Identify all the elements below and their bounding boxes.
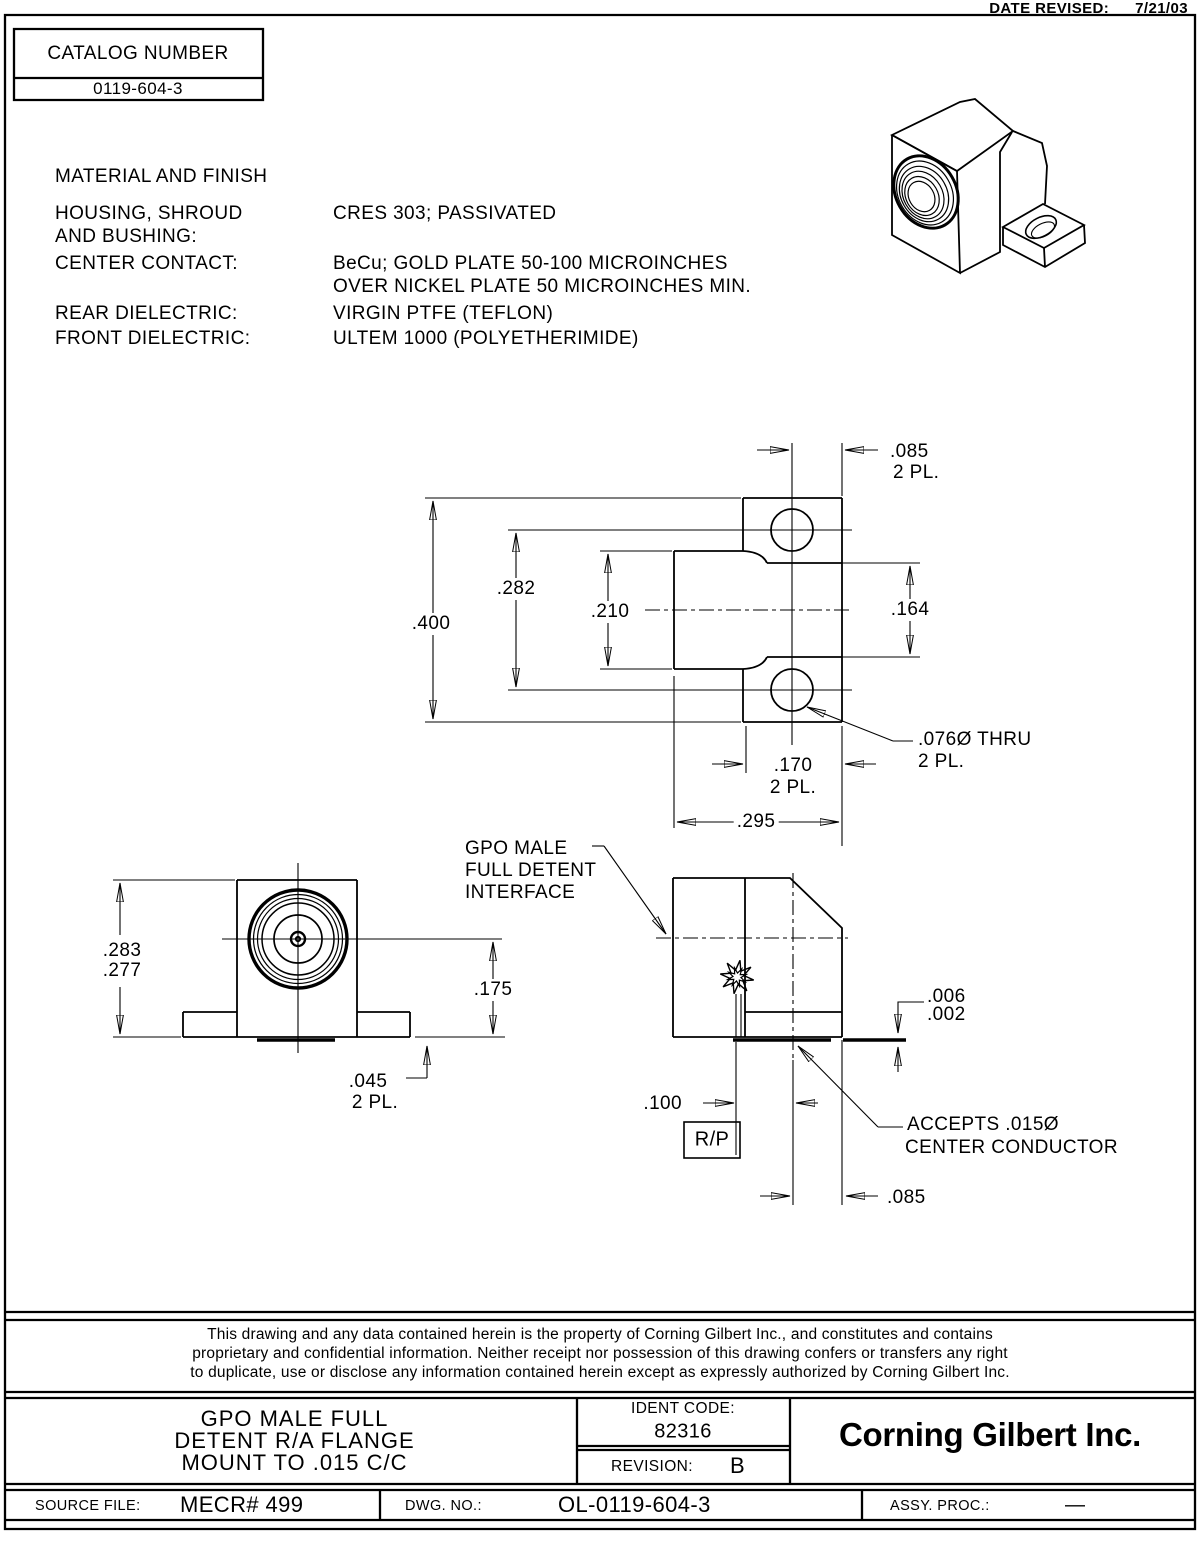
assy-proc-label: ASSY. PROC.: xyxy=(890,1498,990,1514)
ident-code-label: IDENT CODE: xyxy=(630,1400,736,1417)
revision-value: B xyxy=(730,1453,746,1478)
isometric-view xyxy=(890,98,1086,275)
rp-flag-box xyxy=(683,1121,741,1159)
materials-title: MATERIAL AND FINISH xyxy=(55,166,268,187)
dim-label: 2 PL. xyxy=(351,1092,399,1113)
detent-star-icon xyxy=(720,960,754,994)
dwg-no-value: OL-0119-604-3 xyxy=(558,1492,711,1517)
drawing-title: DETENT R/A FLANGE xyxy=(174,1428,415,1453)
material-row-value: OVER NICKEL PLATE 50 MICROINCHES MIN. xyxy=(333,276,752,297)
dim-label: .210 xyxy=(587,601,633,623)
disclaimer-line: This drawing and any data contained here… xyxy=(207,1326,993,1343)
dim-label: .085 xyxy=(887,1187,926,1208)
material-row-label: AND BUSHING: xyxy=(55,226,198,247)
drawing-title: GPO MALE FULL xyxy=(200,1406,389,1431)
dim-label: 2 PL. xyxy=(769,777,817,798)
date-revised-value: 7/21/03 xyxy=(1135,0,1188,17)
disclaimer-line: to duplicate, use or disclose any inform… xyxy=(190,1364,1010,1381)
callout-label: CENTER CONDUCTOR xyxy=(905,1137,1118,1158)
ident-code-value: 82316 xyxy=(654,1420,712,1443)
dim-label: .400 xyxy=(408,613,454,635)
sheet-borders xyxy=(3,13,1197,1531)
material-row-label: FRONT DIELECTRIC: xyxy=(55,328,251,349)
source-file-value: MECR# 499 xyxy=(180,1492,304,1517)
dim-label: .175 xyxy=(470,979,516,1001)
material-row-value: CRES 303; PASSIVATED xyxy=(333,203,557,224)
dim-label: .045 xyxy=(348,1071,388,1092)
front-view xyxy=(182,879,411,1042)
dim-label: .282 xyxy=(493,578,539,600)
dim-label: .085 xyxy=(890,441,929,462)
dim-label: .076Ø THRU xyxy=(918,729,1032,750)
date-revised-label: DATE REVISED: xyxy=(989,0,1110,17)
material-row-label: HOUSING, SHROUD xyxy=(55,203,243,224)
dim-label: .100 xyxy=(643,1093,682,1114)
catalog-number-value: 0119-604-3 xyxy=(93,79,183,98)
assy-proc-value: — xyxy=(1065,1494,1086,1516)
company-name: Corning Gilbert Inc. xyxy=(838,1416,1141,1453)
date-revised: DATE REVISED: 7/21/03 xyxy=(989,0,1188,17)
callout-label: GPO MALE xyxy=(465,838,568,859)
catalog-number-label: CATALOG NUMBER xyxy=(47,43,229,64)
source-file-label: SOURCE FILE: xyxy=(35,1498,141,1514)
material-row-value: VIRGIN PTFE (TEFLON) xyxy=(333,303,554,324)
dim-label: .164 xyxy=(887,599,933,621)
callout-label: FULL DETENT xyxy=(465,860,597,881)
dim-label: .002 xyxy=(927,1004,966,1025)
callout-label: ACCEPTS .015Ø xyxy=(907,1114,1059,1135)
dim-label: .277 xyxy=(99,960,145,982)
front-view-dimensions xyxy=(113,863,505,1079)
dim-label: 2 PL. xyxy=(893,462,940,483)
material-row-label: REAR DIELECTRIC: xyxy=(55,303,238,324)
side-view xyxy=(672,877,906,1042)
dim-label: 2 PL. xyxy=(918,751,965,772)
dim-label: .006 xyxy=(927,986,966,1007)
disclaimer-line: proprietary and confidential information… xyxy=(192,1345,1008,1362)
material-row-value: ULTEM 1000 (POLYETHERIMIDE) xyxy=(333,328,639,349)
material-row-label: CENTER CONTACT: xyxy=(55,253,238,274)
dwg-no-label: DWG. NO.: xyxy=(405,1498,482,1514)
callout-label: INTERFACE xyxy=(465,882,576,903)
dim-label: .170 xyxy=(773,755,813,776)
top-view-dimensions xyxy=(425,443,920,846)
side-view-dimensions xyxy=(592,845,924,1205)
drawing-title: MOUNT TO .015 C/C xyxy=(181,1450,408,1475)
material-row-value: BeCu; GOLD PLATE 50-100 MICROINCHES xyxy=(333,253,728,274)
dim-label: .283 xyxy=(99,940,145,962)
revision-label: REVISION: xyxy=(611,1458,693,1475)
rp-flag-label: R/P xyxy=(694,1128,730,1151)
dim-label: .295 xyxy=(733,811,779,833)
